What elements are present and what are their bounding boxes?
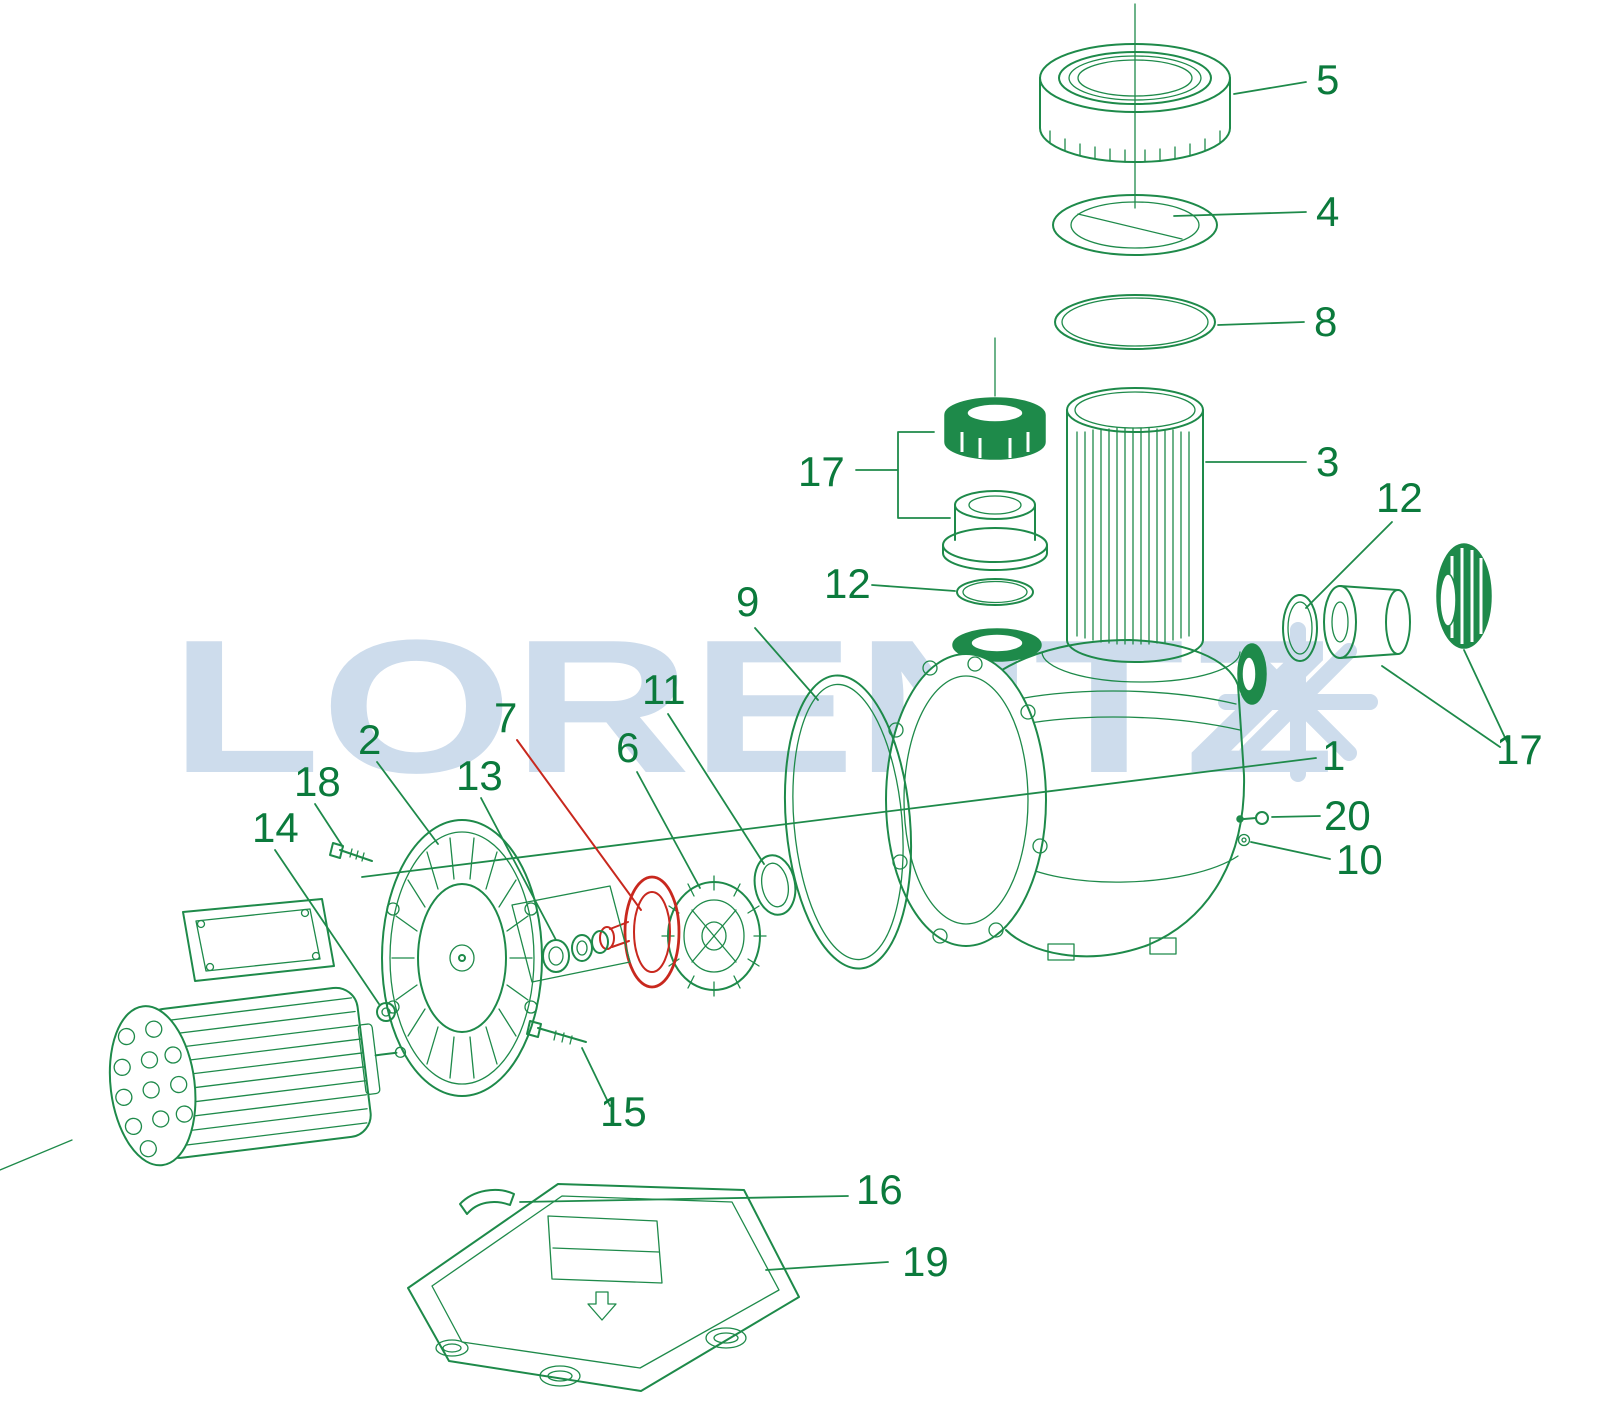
part-diffuser-6: [661, 875, 767, 997]
callout-19: 19: [902, 1238, 949, 1285]
callout-18: 18: [294, 758, 341, 805]
leader-12-left: [871, 584, 956, 592]
leader-18: [314, 803, 344, 848]
callout-labels: 5 4 8 3 17 12 12 9 11 6 7 13 2 18 14 1 1…: [252, 56, 1543, 1285]
leader-10: [1250, 841, 1331, 860]
leader-17-right-b: [1463, 649, 1509, 745]
leader-14: [274, 849, 380, 1005]
callout-8: 8: [1314, 298, 1337, 345]
leader-17-right-a: [1381, 665, 1501, 748]
part-lid-4: [1052, 194, 1218, 256]
part-seal-set-13: [511, 885, 631, 983]
callout-10: 10: [1336, 836, 1383, 883]
part-lock-ring-5: [1039, 43, 1231, 163]
callout-17-right: 17: [1496, 726, 1543, 773]
base-arrow-mark: [587, 1291, 617, 1321]
leader-lines: [274, 81, 1509, 1271]
callout-9: 9: [736, 578, 759, 625]
part-oring-11: [753, 854, 797, 916]
base-feet: [435, 1327, 747, 1387]
part-motor: [0, 898, 407, 1171]
motor-front-cap: [108, 1005, 197, 1167]
part-washer-14: [376, 1002, 396, 1022]
part-plug-20: [1236, 811, 1269, 825]
part-union-tailpiece-17-right: [1323, 585, 1411, 659]
part-seal-plate-2: [381, 819, 543, 1097]
callout-2: 2: [358, 716, 381, 763]
callout-20: 20: [1324, 792, 1371, 839]
leader-17-left-bracket: [855, 431, 951, 519]
part-union-nut-17-left: [944, 337, 1046, 460]
part-base-19: [407, 1183, 800, 1392]
leader-20: [1271, 815, 1321, 818]
leader-1: [361, 757, 1317, 878]
part-bolt-15: [526, 1020, 587, 1045]
watermark-text: LORENTZ: [170, 601, 1335, 813]
leader-13: [480, 797, 557, 941]
callout-15: 15: [600, 1088, 647, 1135]
callout-16: 16: [856, 1166, 903, 1213]
part-bolt-18: [329, 842, 373, 862]
callout-17-left: 17: [798, 448, 845, 495]
pump-body-flange: [885, 653, 1048, 947]
leader-15: [581, 1047, 611, 1107]
leader-8: [1217, 321, 1305, 326]
part-clip-16: [459, 1188, 515, 1215]
part-union-tailpiece-17-left: [942, 490, 1048, 571]
part-strainer-basket-3: [1066, 387, 1204, 663]
part-oring-12-left: [956, 578, 1034, 606]
part-oring-12-right: [1282, 594, 1318, 662]
callout-4: 4: [1316, 188, 1339, 235]
callout-5: 5: [1316, 56, 1339, 103]
part-oring-8: [1054, 294, 1216, 350]
leader-16: [519, 1195, 849, 1203]
part-union-nut-17-right: [1436, 543, 1492, 649]
callout-11: 11: [642, 666, 686, 713]
callout-14: 14: [252, 804, 299, 851]
watermark: LORENTZ: [170, 601, 1378, 813]
part-gasket-9: [783, 674, 913, 970]
leader-4: [1173, 211, 1307, 217]
callout-6: 6: [616, 724, 639, 771]
leader-12-right: [1305, 521, 1393, 609]
motor-shaft: [374, 1051, 398, 1057]
leader-5: [1233, 81, 1307, 95]
leader-2: [376, 761, 439, 845]
callout-3: 3: [1316, 438, 1339, 485]
drain-boss: [1237, 833, 1251, 847]
leader-7-red: [516, 739, 642, 911]
motor-terminal-box: [182, 898, 335, 982]
motor-vent-holes: [113, 1020, 193, 1158]
callout-1: 1: [1322, 732, 1345, 779]
callout-13: 13: [456, 752, 503, 799]
part-impeller-7: [599, 875, 681, 989]
part-pump-body-1: [952, 628, 1267, 961]
callout-12-left: 12: [824, 560, 871, 607]
callout-7: 7: [494, 694, 517, 741]
leader-11: [667, 713, 765, 865]
leader-19: [765, 1261, 889, 1271]
leader-9: [754, 627, 819, 701]
leader-6: [636, 771, 701, 889]
callout-12-right: 12: [1376, 474, 1423, 521]
